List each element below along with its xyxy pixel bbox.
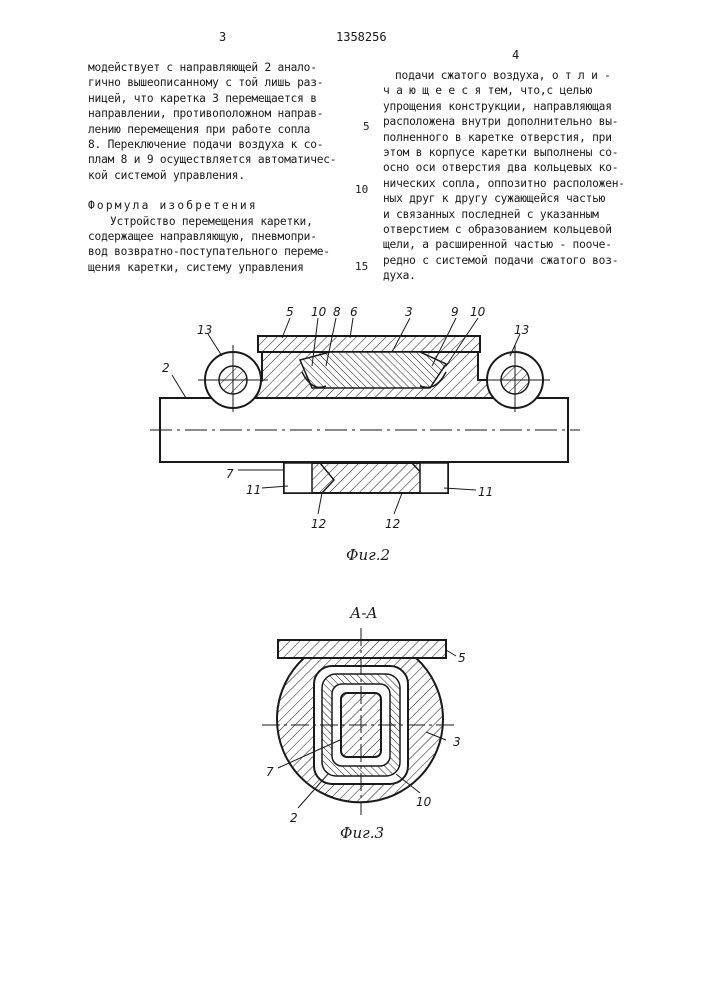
label-slot-10b: 10 <box>470 305 486 319</box>
figure-3: А-А 5 3 7 <box>262 604 466 842</box>
figure-3-caption: Фиг.3 <box>340 824 384 842</box>
label-part-7-section: 7 <box>266 765 274 779</box>
label-part-6: 6 <box>350 305 358 319</box>
label-cover-section: 5 <box>458 651 466 665</box>
carriage-lower <box>284 463 448 493</box>
label-slot-10-section: 10 <box>416 795 432 809</box>
label-carriage: 3 <box>405 305 413 319</box>
label-carriage-section: 3 <box>453 735 461 749</box>
label-cover: 5 <box>286 305 294 319</box>
label-nozzle-9: 9 <box>451 305 459 319</box>
carriage-upper <box>230 352 496 398</box>
figure-2-caption: Фиг.2 <box>346 546 390 564</box>
label-part-7: 7 <box>226 467 234 481</box>
label-channel-12b: 12 <box>385 517 400 531</box>
label-seal-11a: 11 <box>246 483 261 497</box>
figure-2: 2 13 13 5 10 8 6 3 9 10 7 11 11 12 12 Фи… <box>150 305 580 564</box>
label-nozzle-8: 8 <box>333 305 341 319</box>
cover-plate-section <box>278 640 446 658</box>
label-slot-10a: 10 <box>311 305 327 319</box>
label-seal-11b: 11 <box>478 485 493 499</box>
section-label: А-А <box>349 604 378 622</box>
cover-plate <box>258 336 480 352</box>
label-guide: 2 <box>162 361 170 375</box>
label-channel-12a: 12 <box>311 517 326 531</box>
label-guide-section: 2 <box>290 811 298 825</box>
label-roller-left: 13 <box>197 323 212 337</box>
label-roller-right: 13 <box>514 323 529 337</box>
